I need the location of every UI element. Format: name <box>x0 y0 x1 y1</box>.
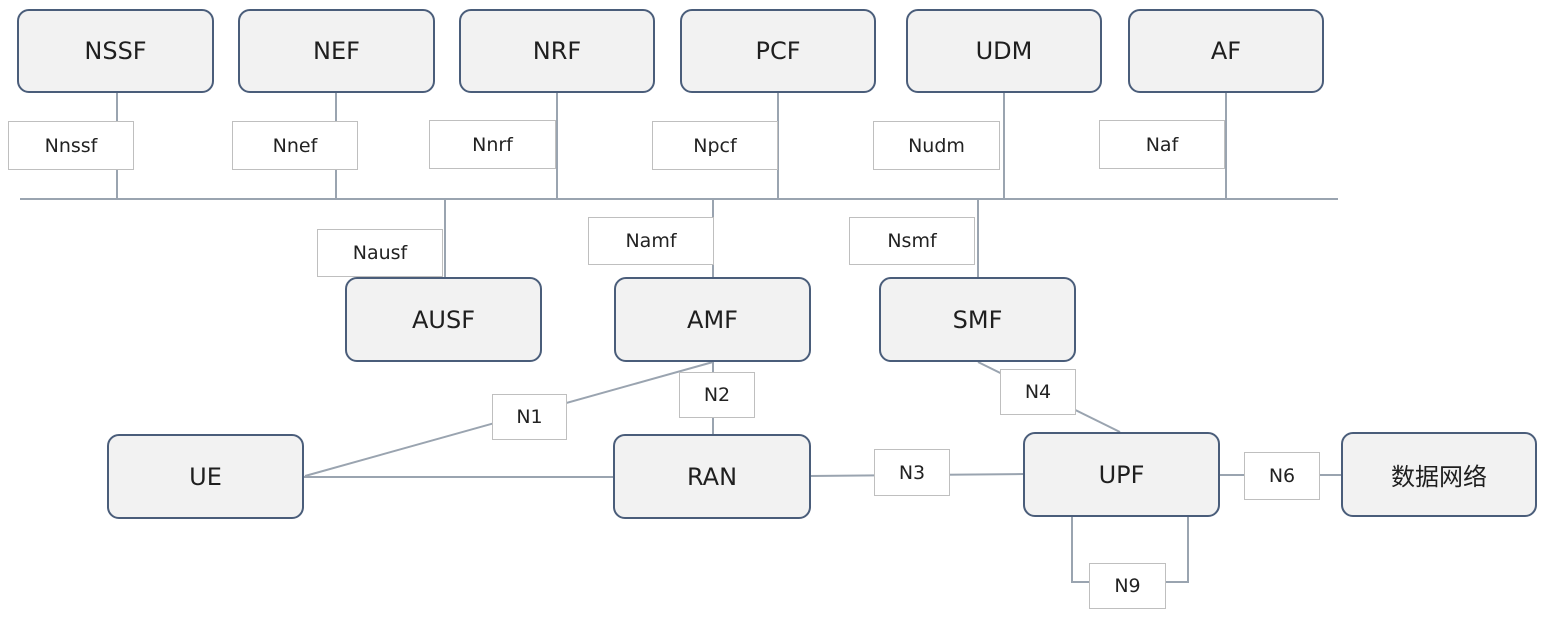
n4-label: N4 <box>1000 369 1076 415</box>
nef-box: NEF <box>238 9 435 93</box>
data-network-box: 数据网络 <box>1341 432 1537 517</box>
n2-label: N2 <box>679 372 755 418</box>
pcf-box: PCF <box>680 9 876 93</box>
ausf-box: AUSF <box>345 277 542 362</box>
n3-label: N3 <box>874 449 950 496</box>
upf-box: UPF <box>1023 432 1220 517</box>
nnef-label: Nnef <box>232 121 358 170</box>
naf-label: Naf <box>1099 120 1225 169</box>
nssf-box: NSSF <box>17 9 214 93</box>
ran-box: RAN <box>613 434 811 519</box>
nausf-label: Nausf <box>317 229 443 277</box>
ue-box: UE <box>107 434 304 519</box>
nnrf-label: Nnrf <box>429 120 556 169</box>
n6-label: N6 <box>1244 452 1320 500</box>
nnssf-label: Nnssf <box>8 121 134 170</box>
smf-box: SMF <box>879 277 1076 362</box>
udm-box: UDM <box>906 9 1102 93</box>
nudm-label: Nudm <box>873 121 1000 170</box>
nrf-box: NRF <box>459 9 655 93</box>
nsmf-label: Nsmf <box>849 217 975 265</box>
n9-label: N9 <box>1089 563 1166 609</box>
npcf-label: Npcf <box>652 121 778 170</box>
af-box: AF <box>1128 9 1324 93</box>
amf-box: AMF <box>614 277 811 362</box>
namf-label: Namf <box>588 217 714 265</box>
n1-label: N1 <box>492 394 567 440</box>
